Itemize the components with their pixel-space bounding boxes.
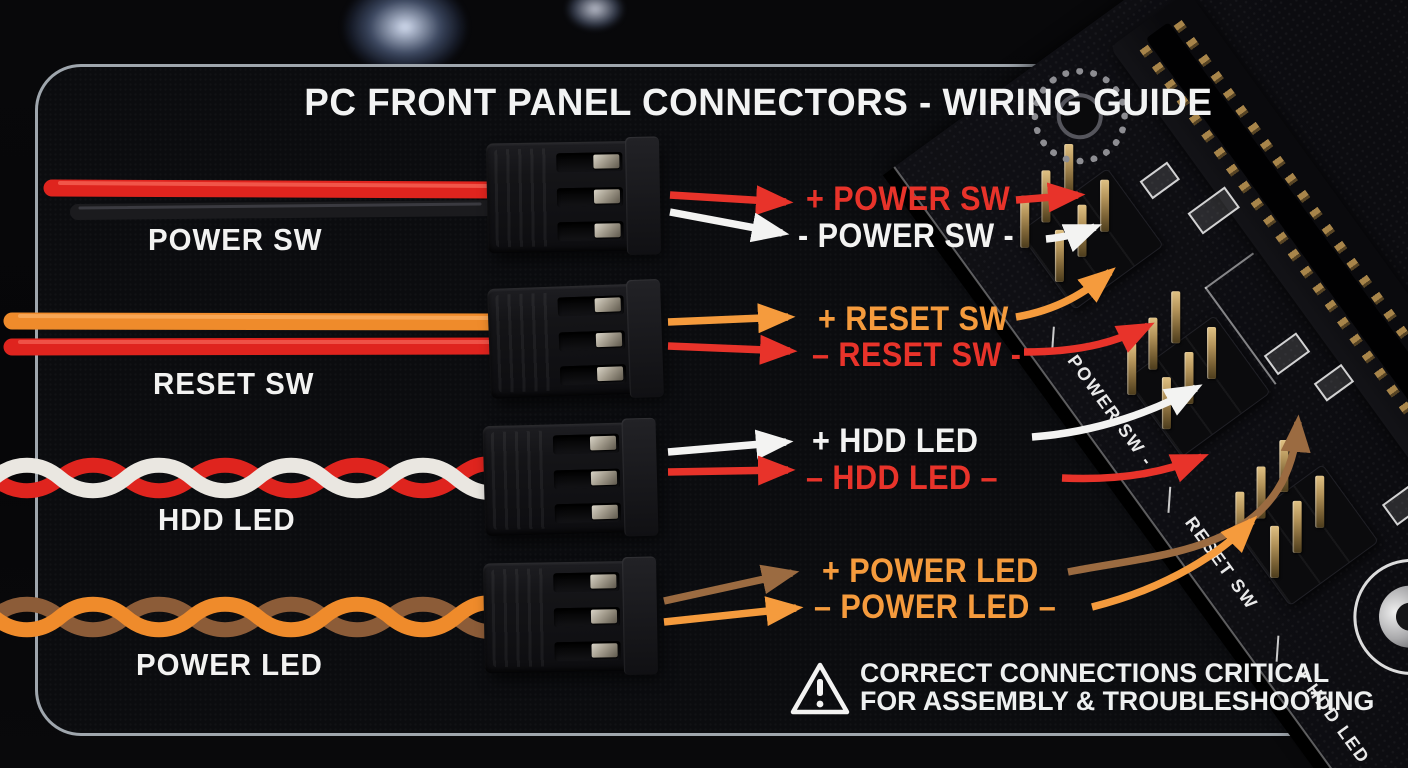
power-sw-plus-arrow — [669, 185, 794, 216]
power-led-plus-arrow — [663, 564, 800, 605]
reset-sw-minus-to-pin-arrow — [1023, 322, 1155, 356]
reset-sw-plus-label: + RESET SW — [818, 300, 1009, 338]
reset-sw-plus-arrow — [667, 303, 796, 334]
hdd-led-minus-to-pin-arrow — [1061, 453, 1209, 483]
reset-sw-wires — [3, 312, 506, 356]
power-sw-plus-to-pin-arrow — [1015, 182, 1086, 213]
hdd-led-minus-arrow — [667, 455, 796, 486]
hdd-led-label: HDD LED — [158, 502, 296, 537]
warning-icon — [790, 662, 850, 715]
power-sw-wires — [43, 179, 505, 220]
guide-title: PC FRONT PANEL CONNECTORS - WIRING GUIDE — [304, 82, 1213, 124]
power-sw-minus-to-pin-arrow — [1045, 223, 1102, 253]
hdd-led-minus-label: – HDD LED – — [806, 459, 998, 497]
reset-sw-label: RESET SW — [153, 366, 315, 401]
power-sw-label: POWER SW — [148, 222, 323, 257]
power-led-label: POWER LED — [136, 647, 323, 682]
hdd-led-plus-arrow — [667, 429, 794, 460]
reset-sw-minus-arrow — [667, 334, 798, 365]
reset-sw-plus-to-pin-arrow — [1015, 267, 1116, 321]
warning-text: CORRECT CONNECTIONS CRITICAL FOR ASSEMBL… — [860, 659, 1374, 715]
warning-line2: FOR ASSEMBLY & TROUBLESHOOTING — [860, 686, 1375, 716]
power-led-minus-to-pin-arrow — [1091, 515, 1258, 611]
power-sw-minus-label: - POWER SW - — [798, 217, 1015, 255]
power-sw-plus-label: + POWER SW — [806, 180, 1011, 218]
power-led-minus-label: – POWER LED – — [814, 588, 1057, 626]
hdd-led-plus-label: + HDD LED — [812, 422, 979, 460]
power-sw-minus-arrow — [669, 208, 790, 243]
power-led-minus-arrow — [663, 596, 804, 627]
reset-sw-minus-label: – RESET SW - — [812, 336, 1022, 374]
hdd-led-plus-to-pin-arrow — [1031, 384, 1203, 441]
power-led-plus-label: + POWER LED — [822, 552, 1039, 590]
warning-line1: CORRECT CONNECTIONS CRITICAL — [860, 658, 1330, 688]
power-led-plus-to-pin-arrow — [1067, 414, 1311, 576]
